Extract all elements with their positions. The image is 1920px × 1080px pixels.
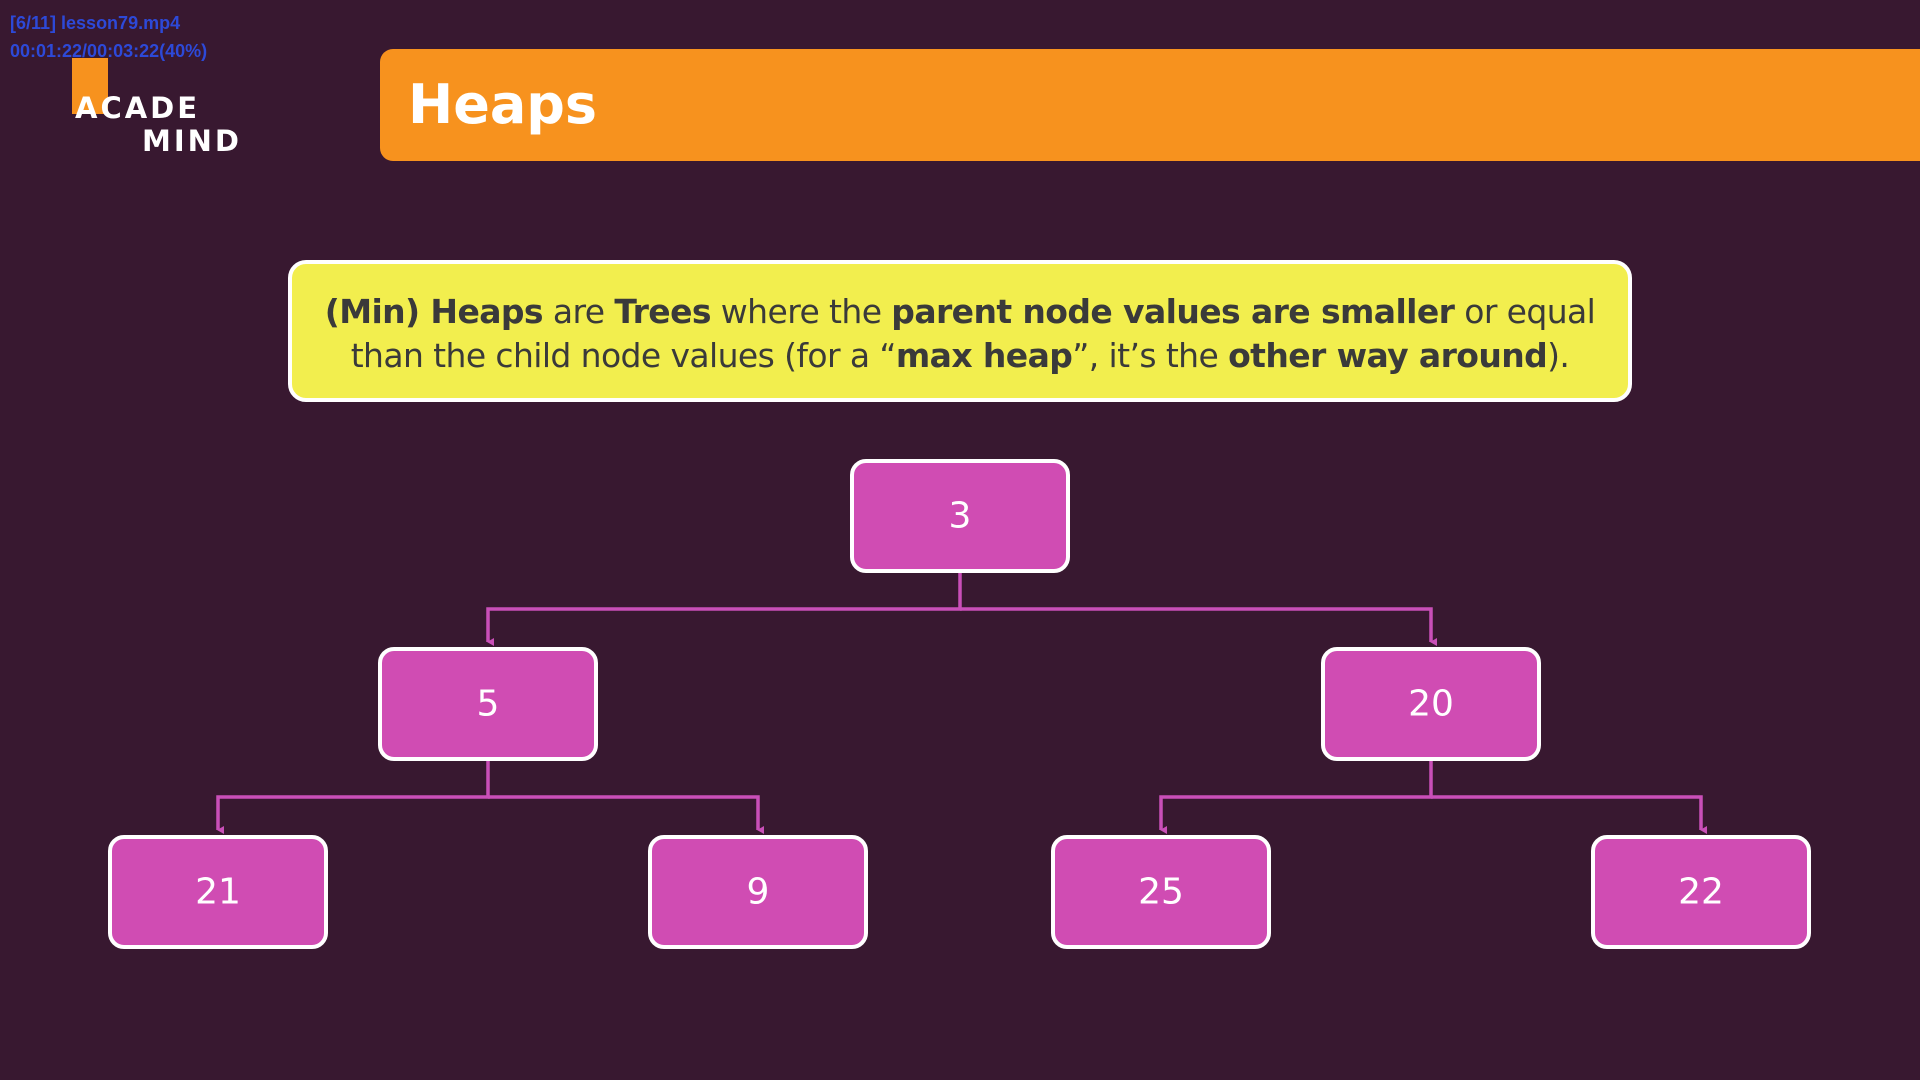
node-right-right [1591,835,1811,949]
definition-term-parent-smaller: parent node values are smaller [891,292,1455,331]
node-left-right-label: 9 [747,872,770,913]
slide-header: Heaps [380,49,1920,161]
logo-bar-icon [72,58,108,114]
definition-term-trees: Trees [614,292,711,331]
connector-root-left [486,573,962,646]
academind-logo: ACADE MIND [72,58,242,158]
node-left-left [108,835,328,949]
connector-left-left [216,761,490,834]
slide-title: Heaps [408,73,598,136]
definition-text: ”, it’s the [1072,336,1229,375]
definition-text: or equal than the child node values (for… [350,292,1596,375]
definition-term-min-heaps: (Min) Heaps [324,292,544,331]
video-file-label: [6/11] lesson79.mp4 [10,13,181,33]
connector-right-right [1431,795,1707,834]
node-root-label: 3 [949,496,972,537]
definition-box: (Min) Heaps are Trees where the parent n… [288,260,1632,402]
node-right [1321,647,1541,761]
connector-left-right [488,795,764,834]
definition-text: ). [1547,336,1570,375]
connector-root-right [960,607,1437,646]
node-left-left-label: 21 [195,872,241,913]
node-right-left-label: 25 [1138,872,1184,913]
node-right-label: 20 [1408,684,1454,725]
node-left [378,647,598,761]
definition-text: are [542,292,615,331]
node-left-right [648,835,868,949]
logo-text-line2: MIND [142,124,242,158]
node-right-left [1051,835,1271,949]
definition-text: where the [710,292,892,331]
logo-text-line1: ACADE [75,91,201,125]
definition-term-max-heap: max heap [895,336,1073,375]
video-time-label: 00:01:22/00:03:22(40%) [10,41,208,61]
node-left-label: 5 [477,684,500,725]
connector-right-left [1159,761,1433,834]
node-root [850,459,1070,573]
definition-term-other-way: other way around [1228,336,1548,375]
node-right-right-label: 22 [1678,872,1724,913]
